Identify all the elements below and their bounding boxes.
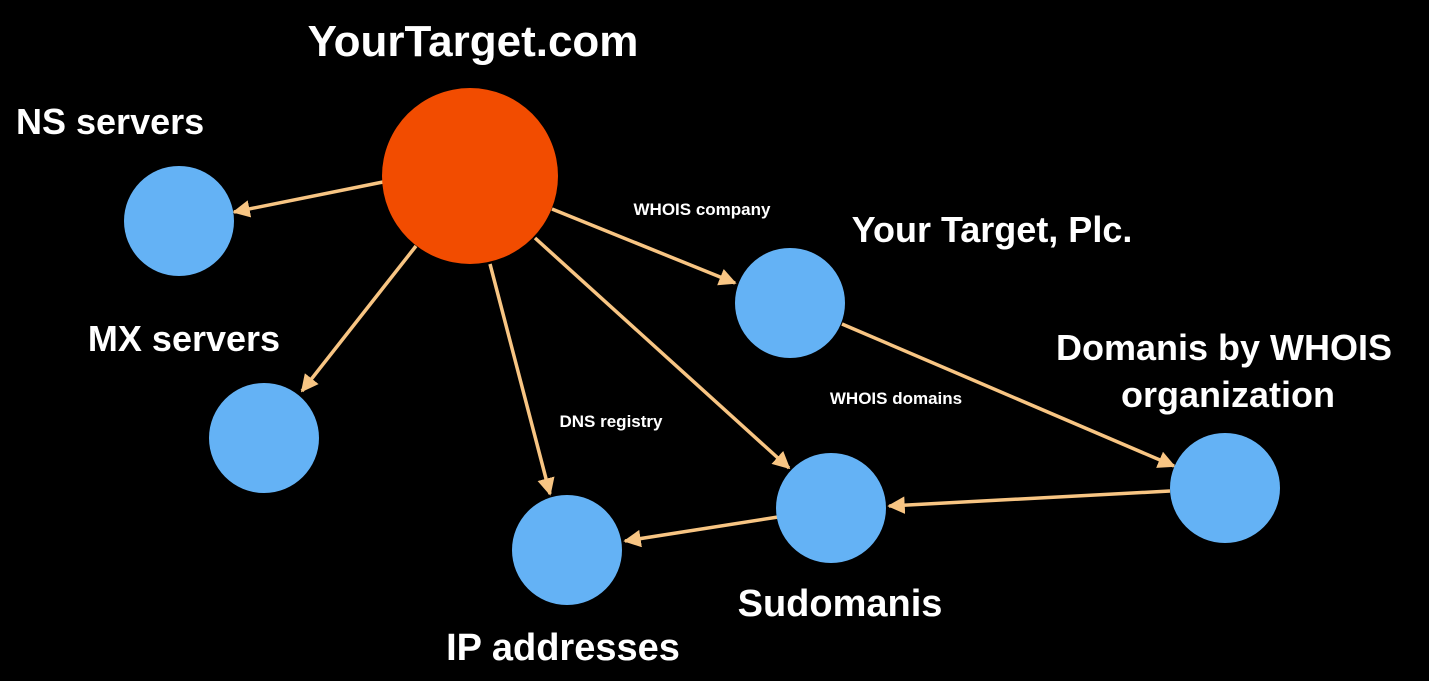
edge-root-to-ip	[488, 263, 555, 496]
whois-company-edge-label: WHOIS company	[634, 200, 772, 219]
root-label: YourTarget.com	[308, 17, 639, 66]
whois-org-label-line2: organization	[1121, 374, 1335, 415]
whois-org-label-line1: Domanis by WHOIS	[1056, 327, 1392, 368]
node-ip-addresses	[512, 495, 622, 605]
edges	[232, 180, 1176, 548]
node-company	[735, 248, 845, 358]
nodes	[124, 88, 1280, 605]
subdomains-label: Sudomanis	[738, 583, 943, 625]
node-whois-org	[1170, 433, 1280, 543]
dns-registry-edge-label: DNS registry	[560, 412, 664, 431]
node-mx-servers	[209, 383, 319, 493]
edge-company-to-whois-org	[841, 322, 1176, 468]
edge-labels: WHOIS company DNS registry WHOIS domains	[560, 200, 963, 431]
edge-root-to-company	[551, 207, 737, 286]
edge-root-to-mx	[300, 244, 418, 393]
whois-domains-edge-label: WHOIS domains	[830, 389, 962, 408]
edge-root-to-subdomains	[533, 236, 791, 470]
company-label: Your Target, Plc.	[852, 209, 1133, 250]
node-subdomains	[776, 453, 886, 563]
ip-addresses-label: IP addresses	[446, 627, 680, 669]
edge-subdomains-to-ip	[623, 515, 779, 548]
node-ns-servers	[124, 166, 234, 276]
ns-servers-label: NS servers	[16, 101, 204, 142]
mx-servers-label: MX servers	[88, 318, 280, 359]
node-labels: YourTarget.com NS servers MX servers IP …	[16, 17, 1392, 669]
edge-whois-org-to-subdomains	[887, 489, 1171, 514]
edge-root-to-ns	[232, 180, 384, 218]
node-root	[382, 88, 558, 264]
